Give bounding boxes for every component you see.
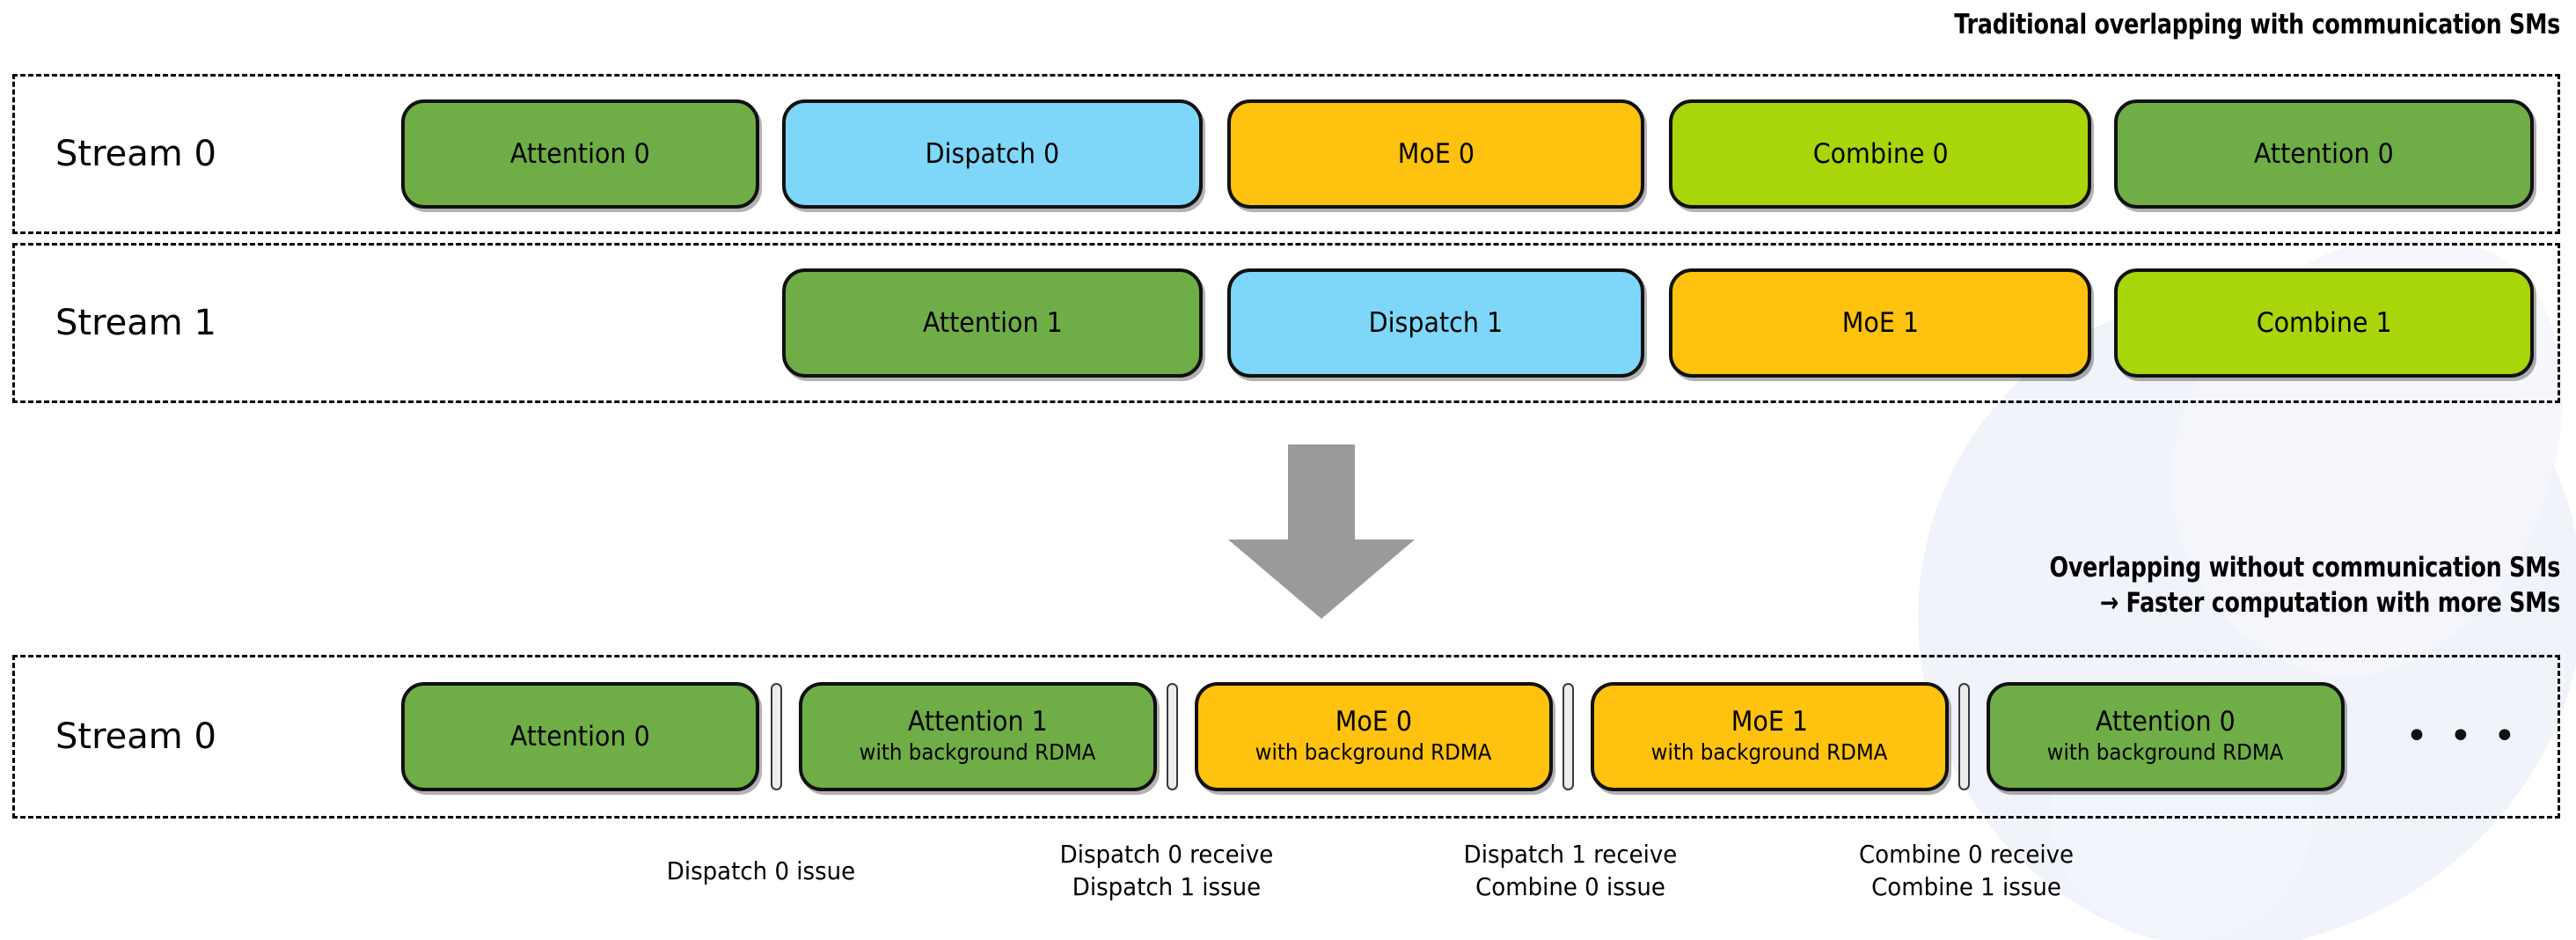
traditional-stream1-row: Stream 1 Attention 1 Dispatch 1 MoE 1 Combi…: [12, 243, 2560, 403]
kernel-block-attention-0: Attention 0: [400, 682, 759, 791]
annotation-line: Combine 0 issue: [1475, 872, 1666, 901]
kernel-block-label: MoE 1: [1841, 306, 1920, 339]
kernel-block-label: Attention 0: [509, 137, 650, 170]
kernel-block-label: Combine 0: [1812, 137, 1949, 170]
continuation-ellipsis: • • •: [2404, 714, 2521, 759]
block-separator-bar: [770, 683, 782, 790]
kernel-block-label: Dispatch 0: [925, 137, 1060, 170]
kernel-block-sublabel: with background RDMA: [2046, 738, 2284, 765]
kernel-block-combine-1: Combine 1: [2114, 268, 2534, 378]
kernel-block-attention-0: Attention 0: [400, 99, 759, 209]
kernel-block-label: Attention 1: [922, 306, 1063, 339]
kernel-block-label: Attention 1: [907, 706, 1048, 738]
annotation-line: Dispatch 1 issue: [1072, 872, 1262, 901]
kernel-block-combine-0: Combine 0: [1669, 99, 2092, 209]
optimized-caption-line2: → Faster computation with more SMs: [2099, 587, 2560, 619]
kernel-block-dispatch-0: Dispatch 0: [782, 99, 1204, 209]
kernel-block-attention-0: Attention 0: [2114, 99, 2534, 209]
block-separator-bar: [1958, 683, 1971, 790]
kernel-block-label: MoE 0: [1335, 706, 1412, 738]
annotation-line: Dispatch 1 receive: [1463, 840, 1678, 869]
stream-label: Stream 0: [55, 134, 216, 174]
annotation-line: Combine 0 receive: [1859, 840, 2075, 869]
kernel-block-label: Combine 1: [2256, 306, 2392, 339]
stream-label: Stream 0: [55, 716, 216, 757]
kernel-block-label: MoE 0: [1397, 137, 1475, 170]
block-separator-bar: [1562, 683, 1575, 790]
kernel-block-sublabel: with background RDMA: [1255, 738, 1492, 765]
traditional-section-caption: Traditional overlapping with communicati…: [1954, 9, 2560, 40]
annotation-line: Dispatch 0 receive: [1059, 840, 1274, 869]
timeline-annotation: Dispatch 0 issue: [666, 855, 854, 887]
kernel-block-sublabel: with background RDMA: [1650, 738, 1888, 765]
kernel-block-label: Attention 0: [2095, 706, 2236, 738]
kernel-block-attention-1: Attention 1: [782, 268, 1204, 378]
optimized-caption-line1: Overlapping without communication SMs: [2049, 552, 2560, 584]
kernel-block-moe-0: MoE 0: [1227, 99, 1645, 209]
kernel-block-dispatch-1: Dispatch 1: [1227, 268, 1645, 378]
block-separator-bar: [1167, 683, 1178, 790]
optimized-section-caption: Overlapping without communication SMs → …: [2049, 550, 2560, 621]
stream-label: Stream 1: [55, 303, 216, 343]
down-arrow-icon: [1228, 444, 1415, 619]
traditional-stream0-row: Stream 0 Attention 0 Dispatch 0 MoE 0 Combi…: [12, 74, 2560, 234]
kernel-block-label: Attention 0: [2254, 137, 2394, 170]
kernel-block-label: Dispatch 1: [1369, 306, 1504, 339]
annotation-line: Combine 1 issue: [1871, 872, 2062, 901]
kernel-block-sublabel: with background RDMA: [859, 738, 1096, 765]
kernel-block-moe-1: MoE 1: [1669, 268, 2092, 378]
annotation-line: Dispatch 0 issue: [666, 856, 855, 885]
kernel-block-label: Attention 0: [509, 720, 650, 753]
kernel-block-label: MoE 1: [1731, 706, 1808, 738]
